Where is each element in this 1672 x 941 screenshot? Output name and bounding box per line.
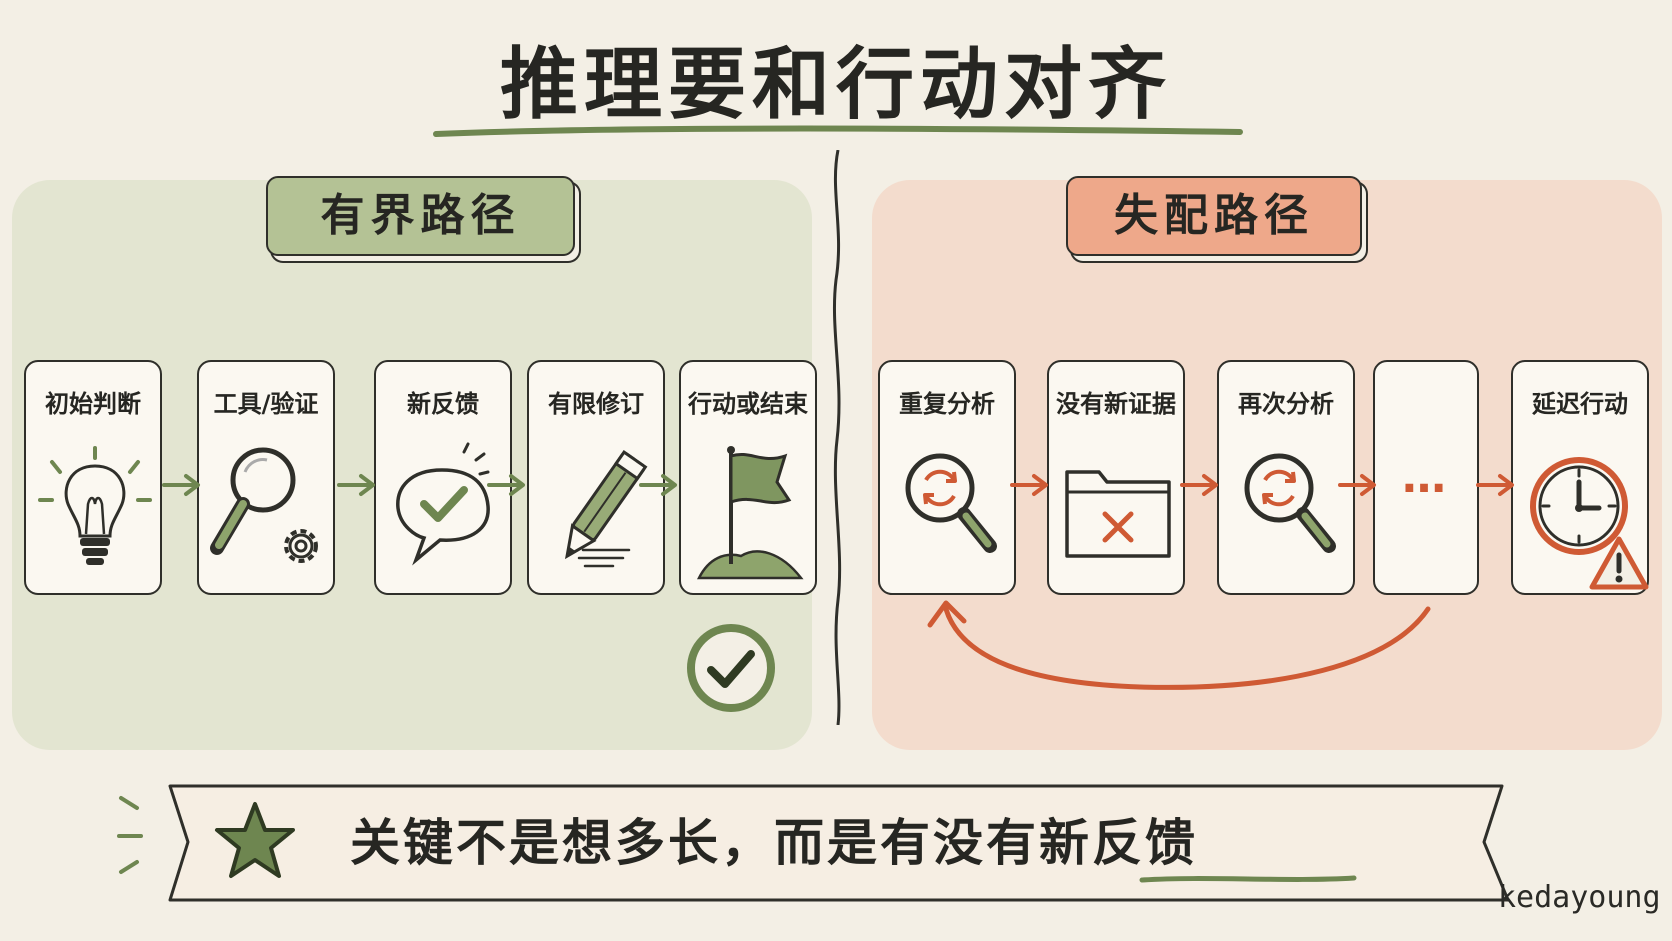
magnifier-cycle-icon — [905, 453, 997, 553]
orange-arrow-icon — [1476, 474, 1514, 496]
step-card-ellipsis: … — [1373, 360, 1479, 595]
loop-back-arrow-icon — [927, 600, 1431, 690]
key-message: 关键不是想多长，而是有没有新反馈 — [350, 808, 1350, 878]
green-arrow-icon — [639, 474, 677, 496]
step-card-analyze-again: 再次分析 — [1217, 360, 1355, 595]
step-label: 新反馈 — [407, 390, 479, 418]
title-underline — [433, 125, 1243, 137]
lightbulb-icon — [38, 446, 152, 565]
magnifier-cycle-icon — [1244, 453, 1336, 553]
wavy-divider — [833, 150, 842, 725]
emphasis-sparks-icon — [117, 796, 143, 874]
orange-arrow-icon — [1180, 474, 1218, 496]
step-card-initial-judgment: 初始判断 — [24, 360, 162, 595]
step-label: 初始判断 — [45, 390, 141, 418]
step-card-limited-revision: 有限修订 — [527, 360, 665, 595]
author-signature: kedayoung — [1498, 880, 1661, 915]
orange-arrow-icon — [1010, 474, 1048, 496]
step-label: 没有新证据 — [1056, 390, 1176, 418]
step-card-delayed-action: 延迟行动 — [1511, 360, 1649, 595]
step-label: 有限修订 — [548, 390, 644, 418]
check-circle-icon — [687, 624, 775, 712]
star-icon — [215, 802, 295, 878]
key-message-main: 关键不是想多长，而是有没有 — [350, 814, 1039, 872]
step-label: 再次分析 — [1238, 390, 1334, 418]
orange-arrow-icon — [1338, 474, 1376, 496]
step-card-new-feedback: 新反馈 — [374, 360, 512, 595]
mismatched-path-label: 失配路径 — [1066, 176, 1362, 256]
flag-icon — [696, 446, 804, 580]
step-card-repeat-analysis: 重复分析 — [878, 360, 1016, 595]
green-arrow-icon — [162, 474, 200, 496]
step-label: 重复分析 — [899, 390, 995, 418]
magnifier-gear-icon — [210, 447, 318, 563]
ellipsis-icon: … — [1402, 452, 1450, 503]
step-card-no-new-evidence: 没有新证据 — [1047, 360, 1185, 595]
bounded-path-label: 有界路径 — [266, 176, 575, 256]
clock-icon — [1530, 457, 1628, 555]
step-card-tool-verify: 工具/验证 — [197, 360, 335, 595]
page-title: 推理要和行动对齐 — [499, 40, 1172, 130]
emphasis-underline — [1139, 875, 1357, 883]
pencil-icon — [564, 450, 648, 568]
step-label: 行动或结束 — [688, 390, 808, 418]
step-label: 工具/验证 — [213, 390, 319, 418]
key-message-emphasis: 新反馈 — [1039, 814, 1198, 872]
step-label: 延迟行动 — [1532, 390, 1628, 418]
warning-triangle-icon — [1589, 536, 1649, 590]
green-arrow-icon — [487, 474, 525, 496]
green-arrow-icon — [337, 474, 375, 496]
step-card-act-or-finish: 行动或结束 — [679, 360, 817, 595]
key-message-banner — [168, 784, 1510, 902]
folder-x-icon — [1065, 470, 1171, 558]
speech-check-icon — [396, 442, 490, 566]
